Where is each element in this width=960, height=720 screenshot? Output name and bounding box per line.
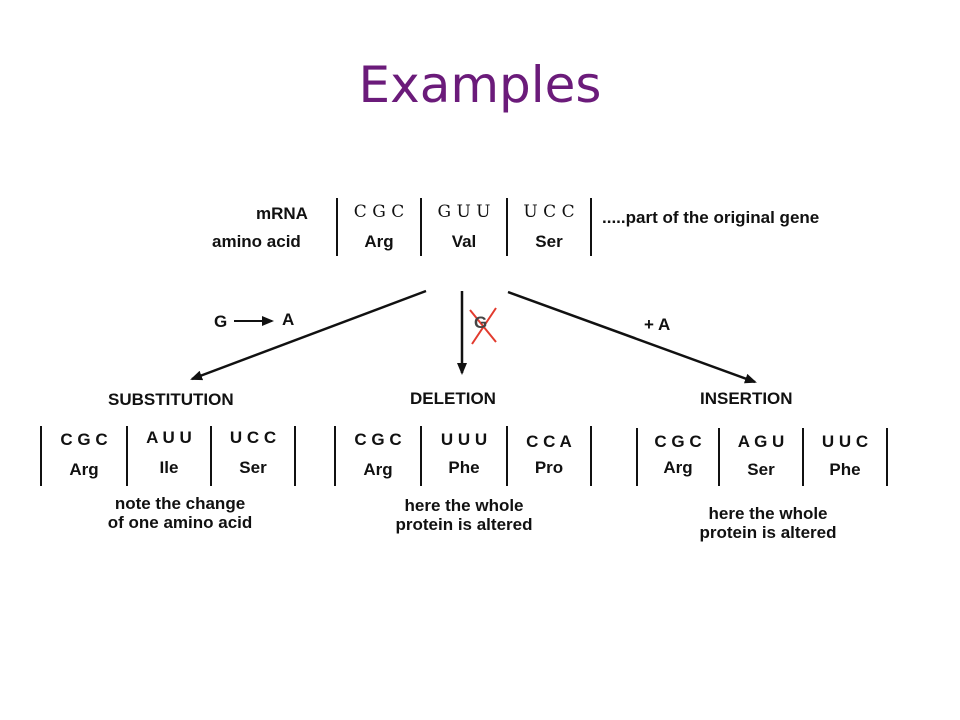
note-line: of one amino acid (107, 513, 253, 532)
amino-acid: Ser (535, 232, 563, 251)
divider (336, 198, 338, 256)
divider (886, 428, 888, 486)
insertion-note: here the whole protein is altered (648, 504, 888, 542)
substitution-from-label: G (214, 312, 228, 331)
note-line: here the whole (404, 496, 524, 515)
divider (590, 426, 592, 486)
deleted-base-label: G (474, 313, 488, 332)
divider (126, 426, 128, 486)
note-line: note the change (114, 494, 246, 513)
original-gene-note: .....part of the original gene (602, 208, 820, 227)
page-title: Examples (358, 56, 602, 114)
divider (718, 428, 720, 486)
insertion-arrow (507, 290, 757, 384)
divider (210, 426, 212, 486)
amino-acid: Arg (69, 460, 99, 479)
divider (636, 428, 638, 486)
amino-acid: Arg (663, 458, 693, 477)
divider (590, 198, 592, 256)
codon: C C A (526, 432, 572, 451)
deletion-note: here the whole protein is altered (344, 496, 584, 534)
codon: C G C (353, 202, 405, 222)
codon: U U C (821, 432, 869, 451)
amino-acid: Phe (829, 460, 861, 479)
amino-acid-row-label: amino acid (212, 232, 301, 251)
insertion-label: + A (644, 315, 671, 334)
divider (40, 426, 42, 486)
amino-acid: Phe (448, 458, 480, 477)
codon: U C C (523, 202, 575, 222)
codon: A G U (737, 432, 785, 451)
substitution-arrow (190, 289, 427, 381)
amino-acid: Ser (747, 460, 775, 479)
codon: A U U (146, 428, 192, 447)
divider (334, 426, 336, 486)
divider (506, 198, 508, 256)
amino-acid: Arg (364, 232, 394, 251)
note-line: protein is altered (699, 523, 837, 542)
amino-acid: Arg (363, 460, 393, 479)
amino-acid: Pro (534, 458, 564, 477)
codon: G U U (437, 202, 491, 222)
mutation-heading: INSERTION (700, 389, 793, 408)
amino-acid: Val (451, 232, 477, 251)
divider (506, 426, 508, 486)
codon: C G C (354, 430, 402, 449)
deleted-cross-mark (471, 307, 497, 345)
codon: C G C (60, 430, 108, 449)
divider (294, 426, 296, 486)
note-line: protein is altered (395, 515, 533, 534)
divider (420, 426, 422, 486)
substitution-to-label: A (282, 310, 295, 329)
codon: U C C (229, 428, 277, 447)
mutation-heading: SUBSTITUTION (108, 390, 234, 409)
mrna-row-label: mRNA (256, 204, 308, 223)
mutation-heading: DELETION (410, 389, 496, 408)
substitution-note: note the change of one amino acid (60, 494, 300, 532)
amino-acid: Ser (239, 458, 267, 477)
amino-acid: Ile (159, 458, 179, 477)
divider (420, 198, 422, 256)
codon: U U U (440, 430, 488, 449)
note-line: here the whole (708, 504, 828, 523)
divider (802, 428, 804, 486)
codon: C G C (654, 432, 702, 451)
